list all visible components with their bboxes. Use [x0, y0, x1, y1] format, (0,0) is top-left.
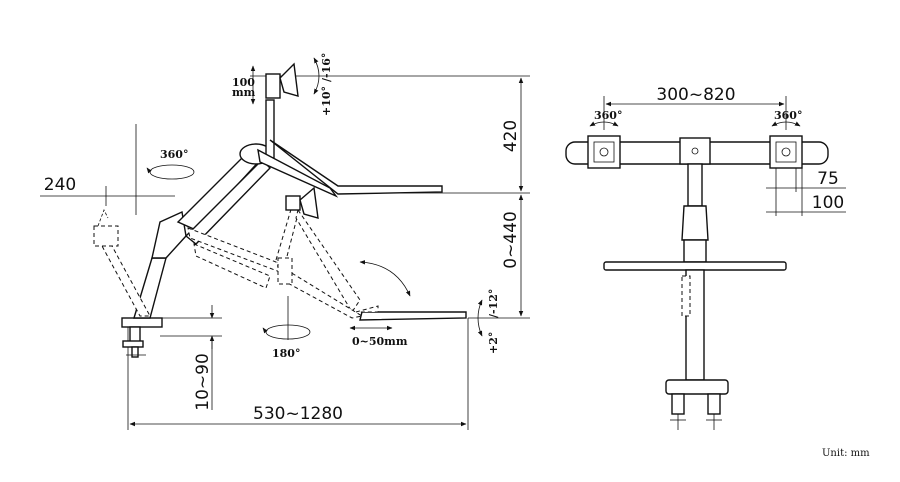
span-label: 300~820: [656, 85, 735, 105]
width-range-label: 530~1280: [253, 404, 343, 424]
vesa-dimensions: 75 100: [766, 168, 846, 216]
base-rotation-label: 360°: [160, 148, 188, 161]
upper-pole: [687, 163, 703, 207]
front-clamp: [665, 379, 729, 430]
vertical-adjust-a: 100: [232, 76, 255, 89]
tilt-tray-neg: /-12°: [487, 289, 500, 318]
width-dimension: 530~1280: [127, 318, 469, 430]
right-vesa-plate: 360°: [769, 109, 803, 169]
height-dimensions: 420 0~440: [250, 75, 530, 319]
span-dimension: 300~820: [603, 85, 787, 130]
arm-hub: [681, 205, 709, 241]
center-joint: [679, 137, 711, 165]
clamp-range-label: 10~90: [193, 353, 213, 411]
swing-arc: [359, 260, 411, 297]
tilt-top-neg: /-16°: [320, 53, 333, 82]
offset-label: 240: [44, 175, 76, 195]
center-bolt: [691, 147, 699, 155]
keyboard-tray: 0~50mm /-12° +2°: [349, 289, 500, 354]
front-view: 300~820 360° 360° 75 100: [565, 85, 846, 430]
ghost-pole: [681, 275, 691, 317]
tilt-top-pos: +10°: [320, 86, 333, 116]
slide-range-label: 0~50mm: [352, 335, 408, 348]
height-top-label: 420: [501, 120, 521, 152]
mid-monitor-head: [285, 186, 319, 219]
base-rotation: 360°: [146, 148, 195, 180]
right-rotation-label: 360°: [774, 109, 802, 122]
tray-hub: [683, 239, 707, 263]
unit-note: Unit: mm: [822, 448, 870, 459]
pole-clamp: [121, 210, 187, 358]
front-tray: [603, 261, 787, 271]
lower-rotation-label: 180°: [272, 347, 300, 360]
height-range-label: 0~440: [501, 211, 521, 269]
clamp-dimension: 10~90: [160, 305, 222, 411]
tilt-tray-pos: +2°: [487, 332, 500, 354]
ghost-left-arm: [93, 209, 151, 317]
left-vesa-plate: 360°: [587, 109, 622, 169]
lower-rotation: 180°: [262, 296, 311, 360]
vesa-75-label: 75: [817, 169, 839, 189]
left-rotation-label: 360°: [594, 109, 622, 122]
offset-dimension: 240: [40, 124, 175, 215]
top-monitor-head: 100 mm /-16° +10°: [232, 53, 333, 116]
vertical-adjust-b: mm: [232, 86, 256, 99]
main-arm-raised: [176, 99, 443, 245]
side-view: 530~1280 10~90 240 420 0~440: [40, 53, 530, 430]
vesa-100-label: 100: [812, 193, 844, 213]
